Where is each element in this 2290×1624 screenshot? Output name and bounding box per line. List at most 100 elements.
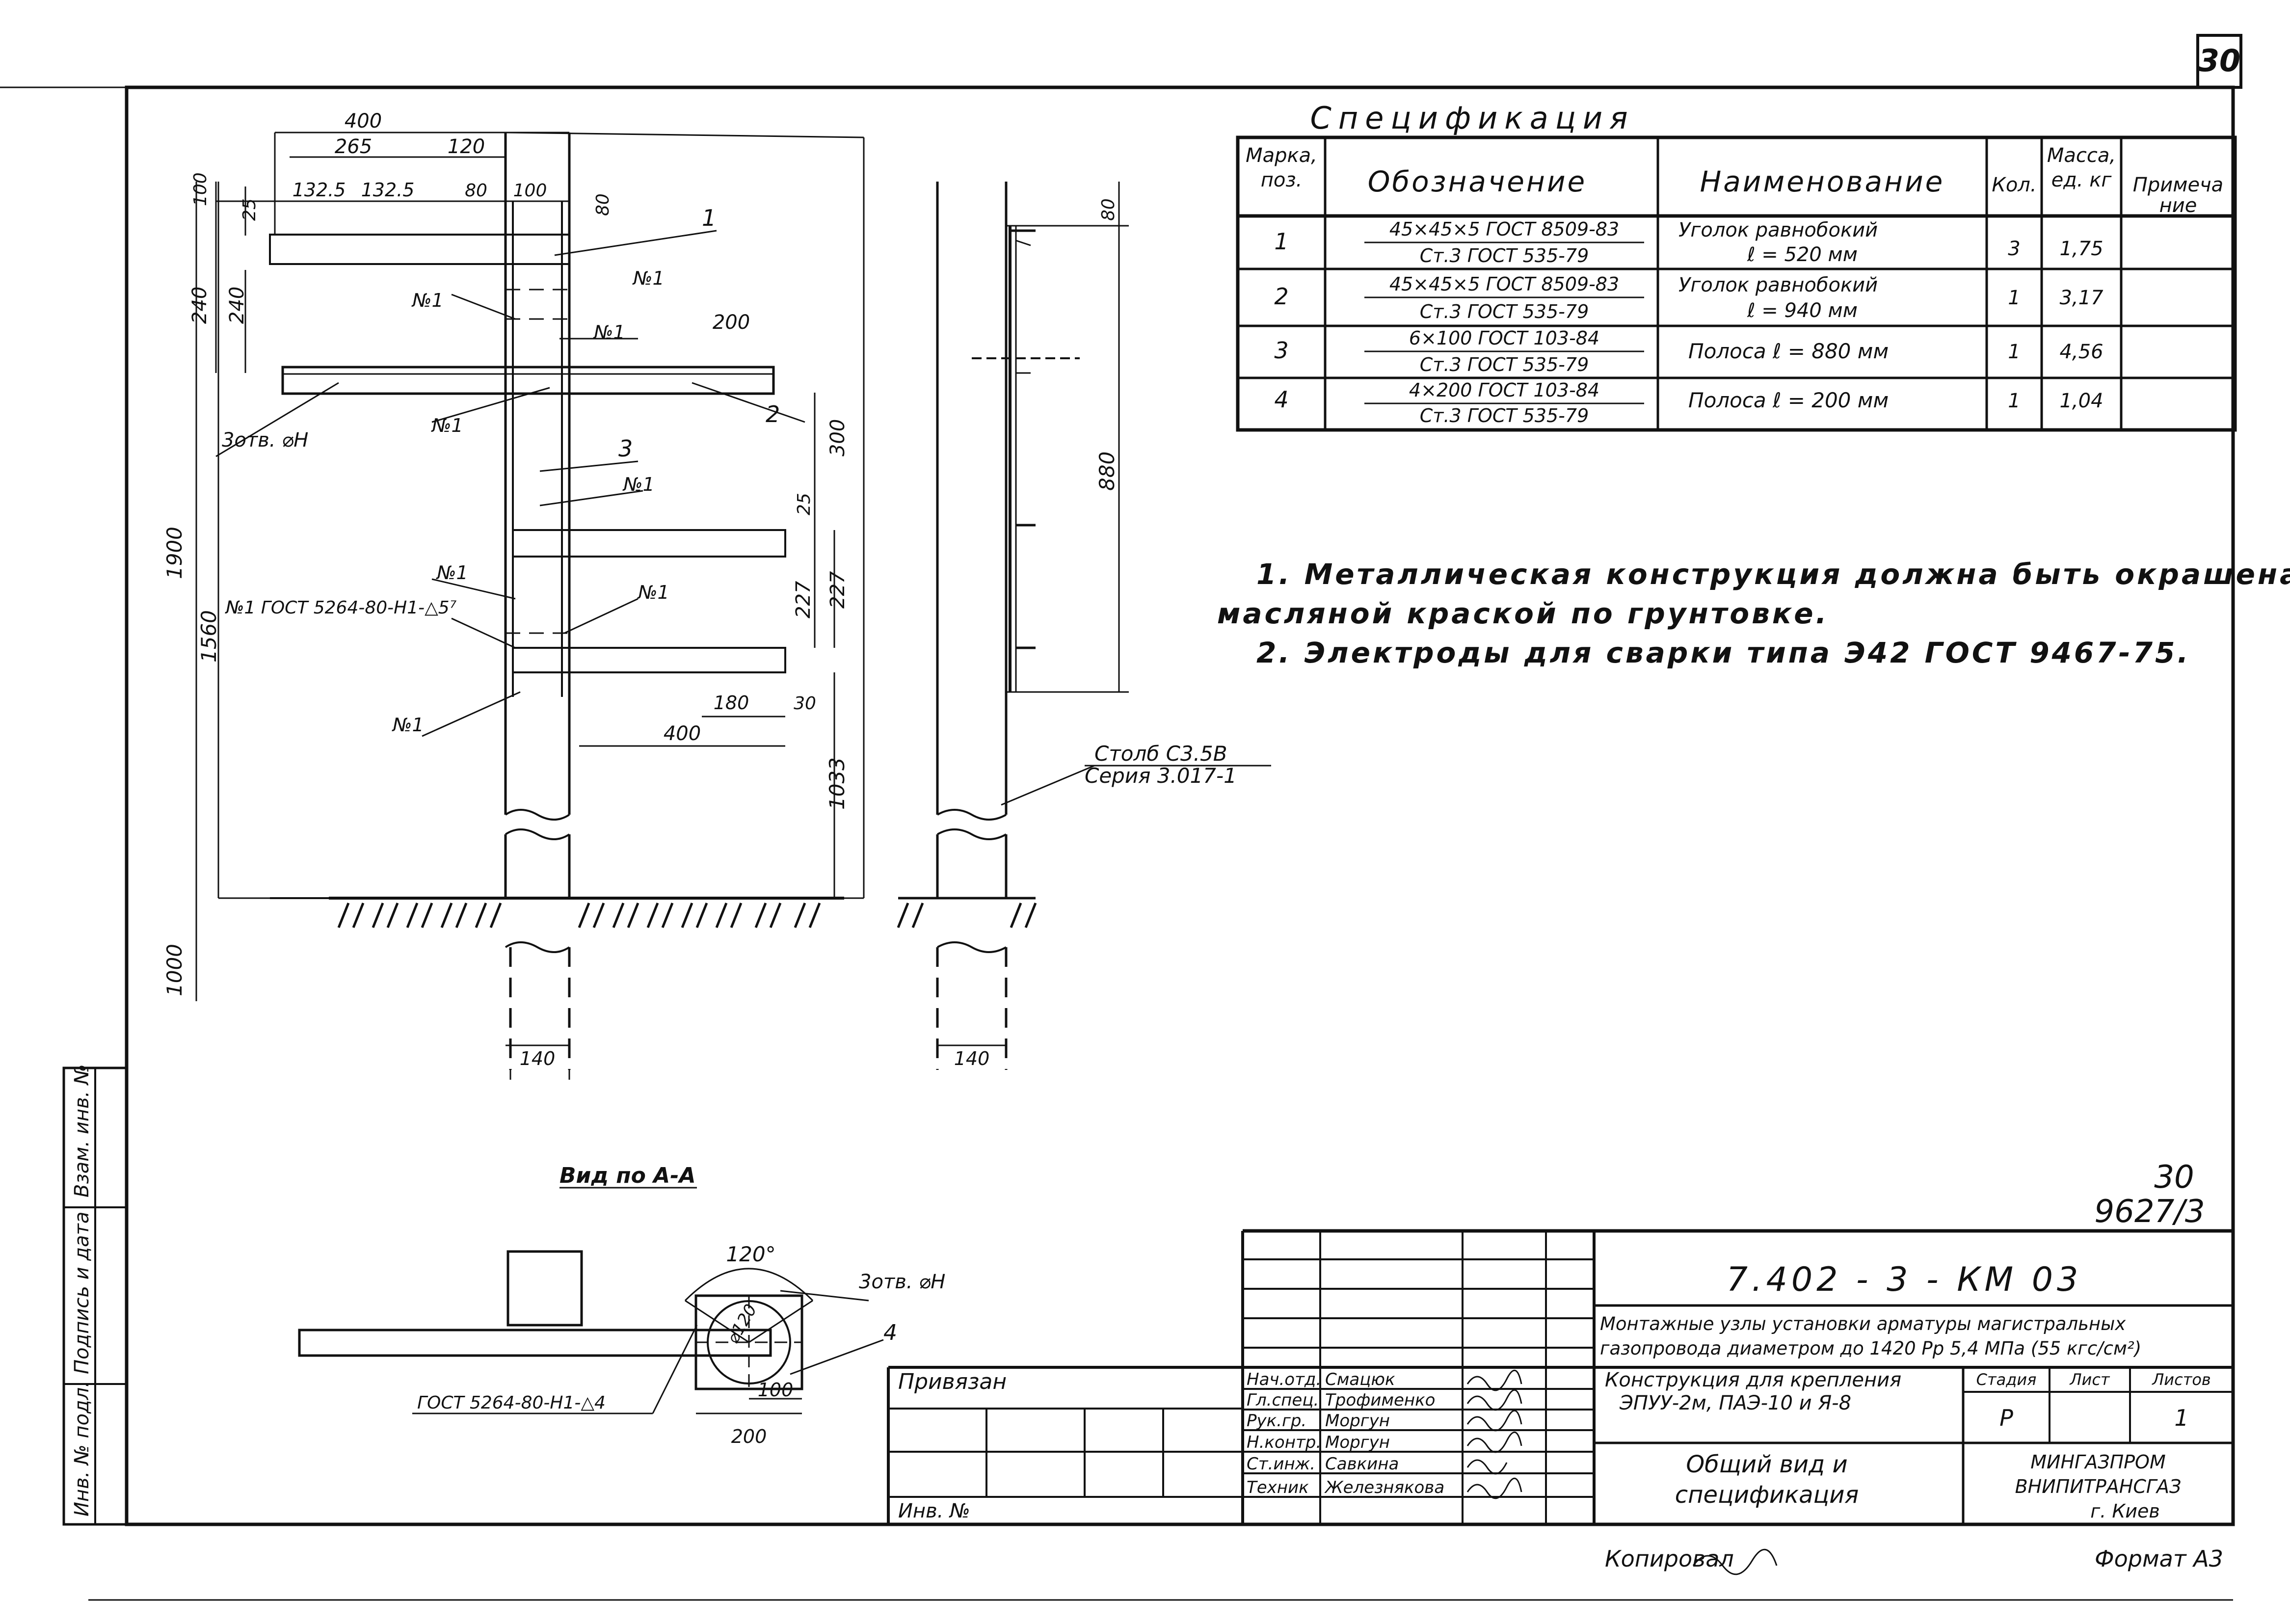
note-line-1: 1. Металлическая конструкция должна быть… (1256, 558, 2290, 591)
dim-227-b: 227 (826, 571, 849, 609)
dim-300: 300 (826, 419, 849, 456)
dim-265: 265 (335, 135, 372, 158)
dim-140-front: 140 (520, 1048, 556, 1069)
front-ground-hatch (337, 903, 821, 928)
spec-row2-name-bottom: ℓ = 940 мм (1747, 299, 1858, 322)
page-number-box (2196, 34, 2242, 89)
label-weld-7: №1 (637, 582, 669, 603)
label-pos-2: 2 (766, 401, 780, 427)
spec-row3-qty: 1 (2008, 341, 2020, 363)
spec-row2-des-top: 45×45×5 ГОСТ 8509-83 (1389, 273, 1619, 295)
construction-1: Конструкция для крепления (1605, 1369, 1901, 1391)
drawing-frame (125, 85, 2235, 1526)
project-title-1: Монтажные узлы установки арматуры магист… (1600, 1313, 2126, 1334)
dim-1560: 1560 (197, 610, 221, 663)
label-weld-3: №1 (593, 321, 625, 343)
label-hole: 3отв. ⌀Н (222, 429, 308, 452)
margin-inv-label: Инв. № подл. (71, 1381, 93, 1517)
label-weld-6: №1 (436, 562, 468, 584)
label-weld-1: №1 (411, 290, 444, 311)
spec-header-note-2: ние (2159, 194, 2197, 217)
dim-200: 200 (713, 311, 750, 334)
spec-row1-des-top: 45×45×5 ГОСТ 8509-83 (1389, 218, 1619, 240)
spec-row2-mass: 3,17 (2059, 287, 2104, 309)
spec-row4-name-top: Полоса ℓ = 200 мм (1688, 388, 1889, 412)
dim-227-a: 227 (792, 581, 815, 618)
section-dim-200: 200 (731, 1426, 767, 1447)
spec-row4-mass: 1,04 (2059, 390, 2103, 412)
dim-400: 400 (345, 110, 382, 133)
section-label-4: 4 (883, 1320, 897, 1345)
note-line-3: 2. Электроды для сварки типа Э42 ГОСТ 94… (1256, 636, 2190, 669)
spec-row1-mass: 1,75 (2059, 238, 2103, 260)
dim-1900: 1900 (162, 527, 186, 579)
org-2: ВНИПИТРАНСГАЗ (2015, 1476, 2182, 1497)
dim-132-5-a: 132.5 (293, 179, 346, 201)
sheet-label: Лист (2069, 1370, 2110, 1389)
sheet-title-2: спецификация (1675, 1481, 1859, 1509)
title-block-lines (887, 1229, 2233, 1524)
spec-row1-pos: 1 (1274, 228, 1288, 255)
section-gost: ГОСТ 5264-80-Н1-△4 (417, 1393, 606, 1413)
dim-100: 100 (513, 181, 547, 201)
label-weld-8: №1 (392, 714, 424, 736)
spec-header-mass-2: ед. кг (2051, 169, 2112, 191)
role-5: Ст.инж. (1247, 1454, 1315, 1474)
spec-header-pos-2: поз. (1261, 169, 1303, 191)
dim-25-a: 25 (240, 198, 260, 221)
dim-80-a: 80 (465, 181, 487, 201)
role-2: Гл.спец. (1247, 1390, 1319, 1410)
spec-row1-des-bottom: Ст.3 ГОСТ 535-79 (1420, 245, 1589, 266)
side-dim-80: 80 (1098, 198, 1118, 221)
sheets-label: Листов (2152, 1370, 2211, 1389)
section-title: Вид по А-А (559, 1163, 696, 1188)
spec-row1-qty: 3 (2008, 238, 2020, 260)
org-1: МИНГАЗПРОМ (2030, 1451, 2166, 1473)
doc-code: 7.402 - 3 - КМ 03 (1727, 1260, 2082, 1299)
column-label-2: Серия 3.017-1 (1085, 764, 1237, 788)
name-6: Железнякова (1324, 1478, 1444, 1497)
ref-bottom: 9627/3 (2094, 1194, 2205, 1230)
sheet-title-1: Общий вид и (1686, 1451, 1847, 1478)
spec-row1-name-bottom: ℓ = 520 мм (1747, 243, 1858, 266)
spec-title: Спецификация (1310, 100, 1634, 136)
section-angle: 120° (726, 1242, 775, 1266)
spec-header-mass-1: Масса, (2047, 144, 2116, 167)
spec-row1-name-top: Уголок равнобокий (1678, 219, 1878, 241)
name-1: Смацюк (1325, 1370, 1395, 1389)
left-margin-strip: Взам. инв. № Подпись и дата Инв. № подл. (62, 1064, 128, 1526)
note-line-2: масляной краской по грунтовке. (1217, 597, 1829, 630)
dim-120: 120 (448, 135, 485, 158)
spec-row3-name-top: Полоса ℓ = 880 мм (1688, 339, 1889, 363)
sheets-value: 1 (2174, 1405, 2188, 1431)
label-weld-2: №1 (632, 267, 665, 289)
spec-row3-pos: 3 (1274, 337, 1288, 364)
spec-header-designation: Обозначение (1368, 165, 1587, 198)
spec-header-qty: Кол. (1992, 174, 2036, 196)
role-4: Н.контр. (1247, 1433, 1321, 1452)
spec-row4-des-top: 4×200 ГОСТ 103-84 (1409, 379, 1599, 401)
privyazan-label: Привязан (898, 1369, 1007, 1394)
side-dim-880: 880 (1095, 452, 1119, 491)
spec-row2-name-top: Уголок равнобокий (1678, 274, 1878, 296)
name-3: Моргун (1325, 1411, 1390, 1431)
dim-240-a: 240 (188, 287, 211, 324)
spec-row3-mass: 4,56 (2059, 341, 2103, 363)
stage-label: Стадия (1976, 1370, 2037, 1389)
side-dim-140: 140 (954, 1048, 990, 1069)
spec-row3-des-top: 6×100 ГОСТ 103-84 (1409, 327, 1599, 349)
role-1: Нач.отд. (1247, 1370, 1321, 1389)
label-pos-1: 1 (702, 205, 716, 231)
dim-1000: 1000 (162, 944, 186, 996)
dim-240-b: 240 (226, 287, 248, 324)
front-view (217, 132, 865, 1070)
copied-label: Копировал (1605, 1545, 1734, 1572)
signatures (1466, 1369, 1778, 1575)
spec-row2-des-bottom: Ст.3 ГОСТ 535-79 (1420, 301, 1589, 322)
front-dimension-lines (195, 132, 835, 1080)
format-label: Формат А3 (2095, 1545, 2223, 1572)
spec-header-pos-1: Марка, (1246, 144, 1317, 167)
dim-100-v: 100 (190, 172, 211, 206)
label-pos-3: 3 (618, 435, 633, 462)
